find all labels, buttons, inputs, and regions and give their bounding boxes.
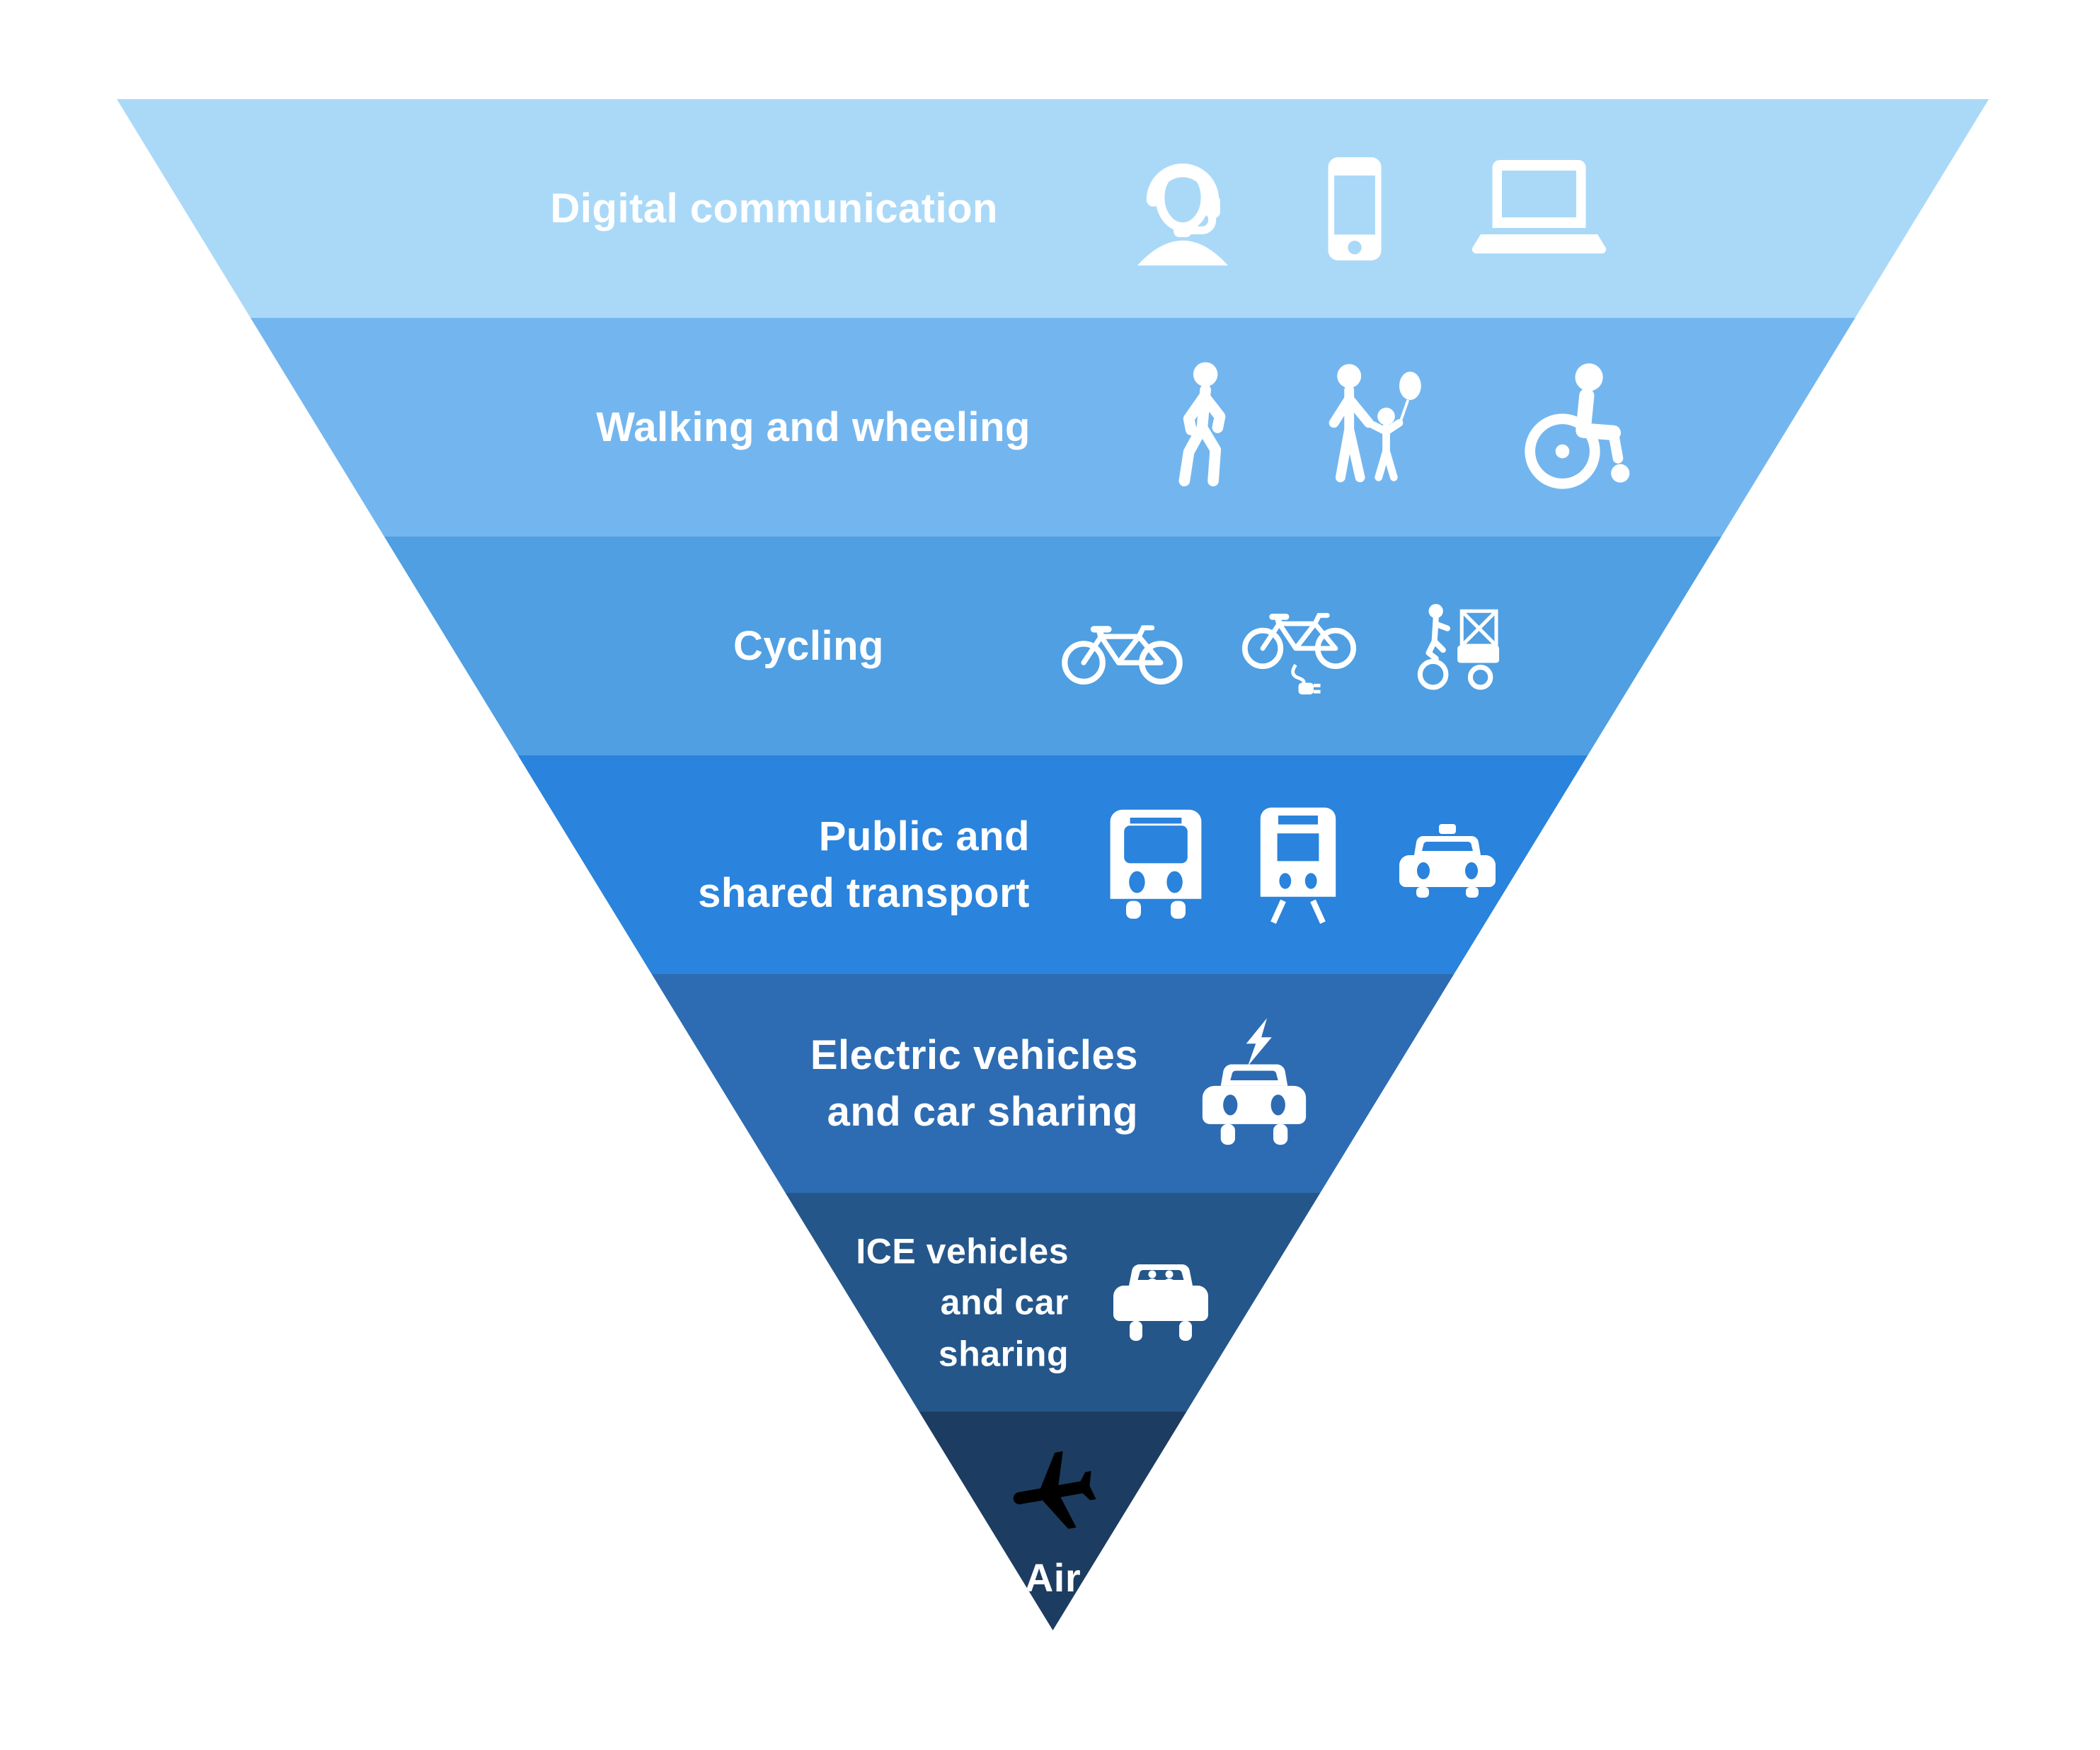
transport-hierarchy-pyramid: Digital communication Walking and wheeli… [117, 99, 1989, 1630]
band-icons [1126, 152, 1608, 265]
band-label: Air [1025, 1550, 1081, 1605]
band-label: Walking and wheeling [596, 399, 1031, 455]
band-icons [1164, 361, 1643, 494]
bicycle-icon [1062, 625, 1183, 685]
band-public-shared-transport: Public and shared transport [117, 755, 1989, 974]
airplane-icon [1013, 1451, 1096, 1529]
band-content: Air [1000, 1437, 1106, 1605]
band-air: Air [117, 1412, 1989, 1630]
band-label-line: Cycling [733, 622, 884, 669]
band-icons [1104, 1260, 1217, 1345]
band-label-line: Digital communication [550, 185, 998, 231]
shared-car-icon [1113, 1264, 1208, 1341]
smartphone-icon [1328, 156, 1382, 261]
adult-child-balloon-icon [1329, 364, 1421, 483]
band-label: Electric vehicles and car sharing [810, 1026, 1138, 1140]
band-walking-wheeling: Walking and wheeling [117, 318, 1989, 537]
band-icons [1106, 806, 1504, 925]
band-ice-vehicles: ICE vehicles and car sharing [117, 1193, 1989, 1412]
band-label-line: Electric vehicles [810, 1031, 1138, 1078]
band-label: ICE vehicles and car sharing [856, 1225, 1069, 1380]
e-bike-icon [1241, 612, 1357, 694]
laptop-icon [1471, 159, 1607, 253]
band-label-line: sharing [938, 1333, 1069, 1373]
band-digital-communication: Digital communication [117, 99, 1989, 318]
band-cycling: Cycling [117, 537, 1989, 755]
cargo-bike-icon [1417, 603, 1500, 690]
tram-icon [1260, 807, 1336, 924]
bus-icon [1110, 809, 1202, 919]
taxi-icon [1399, 824, 1496, 898]
band-label: Cycling [733, 617, 884, 674]
band-label-line: and car sharing [827, 1088, 1138, 1135]
headset-agent-icon [1137, 163, 1228, 265]
wheelchair-icon [1525, 362, 1630, 489]
pedestrian-icon [1178, 362, 1226, 486]
band-label-line: shared transport [698, 869, 1030, 916]
band-label-line: Walking and wheeling [596, 404, 1031, 450]
band-electric-vehicles: Electric vehicles and car sharing [117, 974, 1989, 1193]
electric-car-icon [1202, 1017, 1307, 1145]
band-label-line: and car [940, 1282, 1069, 1322]
band-icons [1060, 595, 1533, 698]
band-label-line: Air [1024, 1555, 1081, 1600]
band-label: Digital communication [551, 180, 998, 236]
band-label: Public and shared transport [698, 808, 1030, 921]
band-icons [1190, 1017, 1318, 1150]
band-label-line: Public and [818, 813, 1030, 859]
band-label-line: ICE vehicles [856, 1230, 1069, 1271]
